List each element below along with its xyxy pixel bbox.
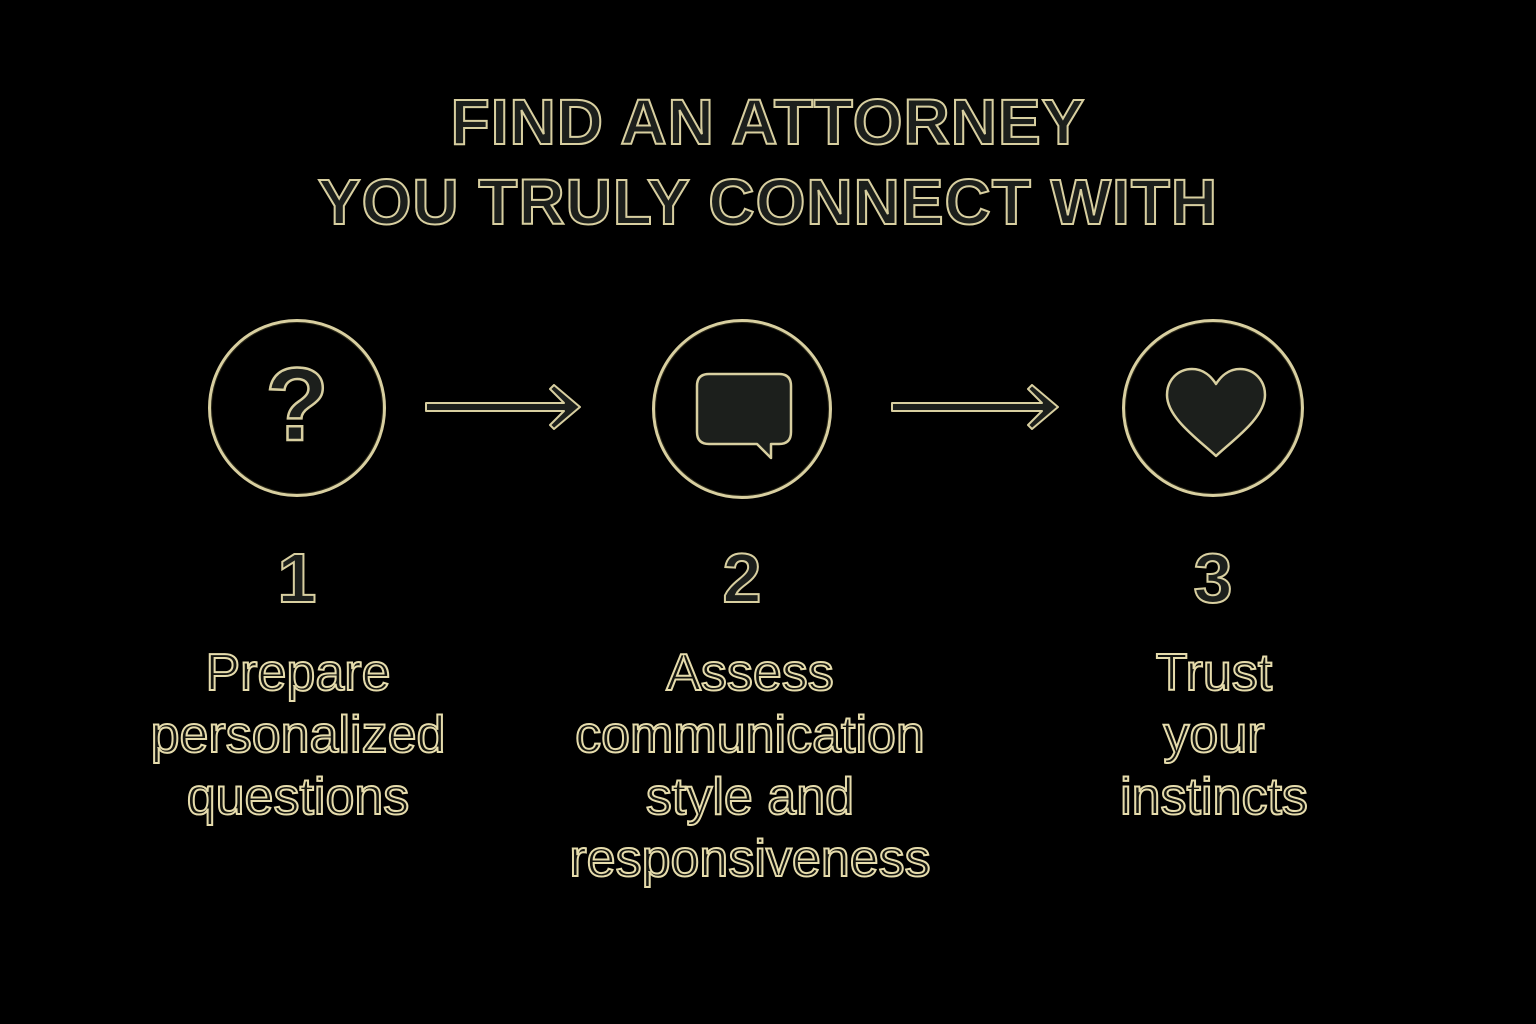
step-1-label: Prepare personalized questions <box>78 642 518 828</box>
step-3-label-line: your <box>1162 705 1265 765</box>
step-2-icon-circle <box>652 319 832 499</box>
heart-icon <box>1165 367 1267 458</box>
step-2-label-line: style and <box>645 767 855 827</box>
right-arrow-icon <box>891 384 1059 430</box>
step-3-label: Trust your instincts <box>994 642 1434 828</box>
step-2-number: 2 <box>722 538 763 618</box>
step-1-icon-circle: ? <box>208 319 386 497</box>
step-1-label-line: questions <box>186 767 411 827</box>
step-2-label-line: responsiveness <box>568 829 931 889</box>
step-1-number: 1 <box>277 538 318 618</box>
title-line-2: YOU TRULY CONNECT WITH <box>317 165 1219 239</box>
step-1-label-line: Prepare <box>205 643 392 703</box>
speech-bubble-icon <box>695 372 793 460</box>
right-arrow-icon <box>425 384 581 430</box>
step-3-icon-circle <box>1122 319 1304 497</box>
svg-text:?: ? <box>265 347 329 463</box>
page-title: FIND AN ATTORNEY YOU TRULY CONNECT WITH <box>0 82 1536 242</box>
step-1-label-line: personalized <box>150 705 447 765</box>
step-3-number: 3 <box>1193 538 1234 618</box>
title-line-1: FIND AN ATTORNEY <box>450 85 1086 159</box>
question-mark-icon: ? <box>264 346 330 465</box>
step-2-label-line: Assess <box>665 643 835 703</box>
step-2-label-line: communication <box>574 705 926 765</box>
step-3-label-line: Trust <box>1155 643 1274 703</box>
step-3-label-line: instincts <box>1119 767 1309 827</box>
step-2-label: Assess communication style and responsiv… <box>530 642 970 890</box>
